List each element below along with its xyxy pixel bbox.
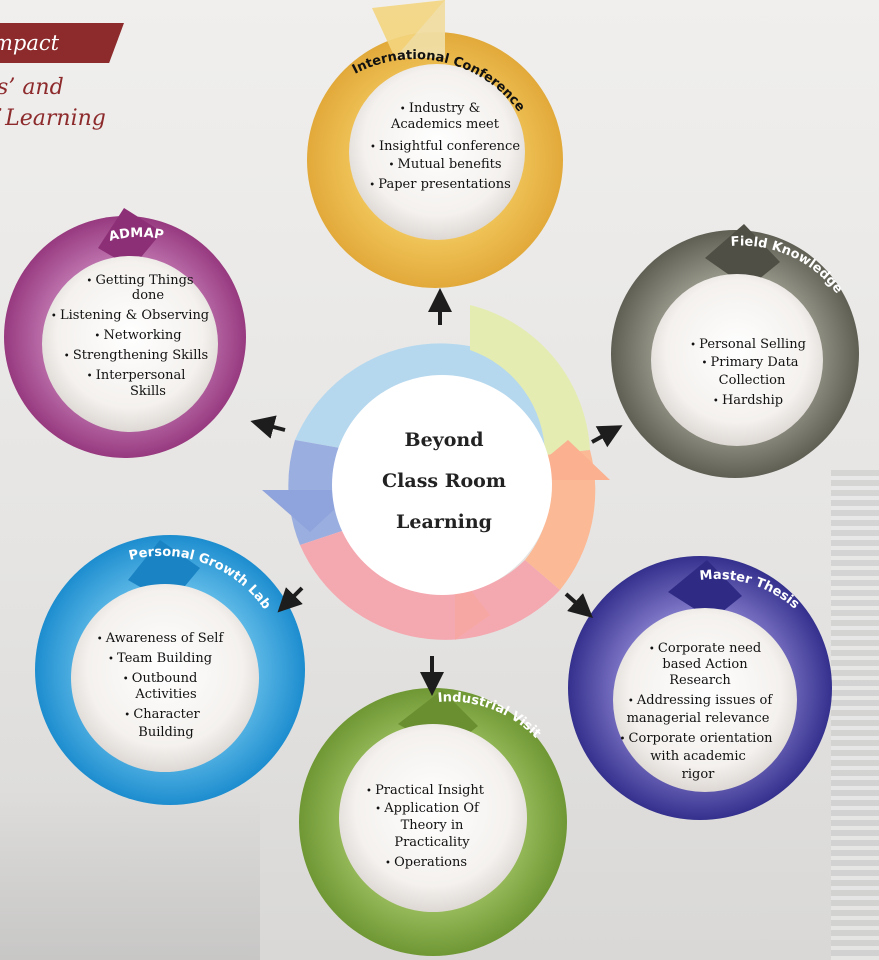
background-building-right (831, 470, 879, 960)
admap-bullet-1b: done (132, 288, 165, 303)
pgl-bullet-3: • Outbound (123, 671, 198, 686)
pgl-bullet-3b: Activities (134, 687, 196, 702)
node-international-conference: International Conference • Industry & Ac… (307, 0, 563, 288)
industrial-bullet-2b: Theory in (401, 818, 464, 833)
pgl-bullet-4b: Building (138, 725, 193, 740)
thesis-bullets: • Corporate need based Action Research •… (619, 641, 773, 782)
node-admap: ADMAP • Getting Things done • Listening … (4, 208, 246, 458)
center-arc-bottom (300, 530, 560, 640)
center-label-line-1: Beyond (405, 429, 484, 451)
node-field-knowledge: Field Knowledge • Personal Selling • Pri… (611, 224, 859, 478)
center-arc-top-right (470, 305, 590, 455)
industrial-bullet-3: • Operations (385, 855, 467, 870)
connector-arrows (250, 288, 623, 696)
intl-arrow-highlight (395, 0, 445, 58)
tagline: ls’ and f Learning (0, 72, 190, 134)
arrow-to-admap (250, 415, 286, 439)
arrow-to-master-thesis (564, 592, 593, 618)
node-industrial-visit: Industrial Visit • Practical Insight • A… (299, 688, 567, 956)
center-label: Beyond Class Room Learning (382, 429, 506, 533)
thesis-arrow-head (668, 560, 742, 620)
center-label-line-3: Learning (396, 511, 492, 533)
center-arrow-left (262, 490, 355, 532)
node-master-thesis: Master Thesis • Corporate need based Act… (568, 556, 832, 820)
pgl-bullets: • Awareness of Self • Team Building • Ou… (97, 631, 225, 740)
thesis-bullet-1c: Research (669, 673, 731, 688)
field-bullet-3: • Hardship (713, 393, 783, 408)
arrow-to-field-knowledge (591, 425, 623, 448)
thesis-inner-circle (613, 608, 797, 792)
admap-arrow-head (98, 208, 162, 268)
center-inner-circle (332, 375, 552, 595)
admap-bullet-3: • Networking (94, 328, 181, 343)
industrial-bullet-2: • Application Of (375, 801, 480, 816)
admap-bullet-5b: Skills (130, 384, 166, 399)
admap-bullets: • Getting Things done • Listening & Obse… (51, 273, 209, 399)
admap-bullet-1: • Getting Things (86, 273, 193, 288)
industrial-bullet-2c: Practicality (394, 835, 470, 850)
center-arc-right (525, 450, 596, 590)
center-cycle: Beyond Class Room Learning (262, 305, 610, 640)
admap-bullet-2: • Listening & Observing (51, 308, 209, 323)
intl-inner-circle (349, 64, 525, 240)
admap-inner-circle (42, 256, 218, 432)
intl-bullet-1: • Industry & (400, 101, 480, 116)
thesis-bullet-1b: based Action (662, 657, 748, 672)
tagline-line-2: f Learning (0, 106, 106, 131)
pgl-bullet-2: • Team Building (108, 651, 212, 666)
tagline-line-1: ls’ and (0, 75, 64, 100)
intl-bullets: • Industry & Academics meet • Insightful… (369, 101, 520, 192)
intl-bullet-4: • Paper presentations (369, 177, 511, 192)
thesis-bullet-2b: managerial relevance (627, 711, 770, 726)
field-bullet-2: • Primary Data (701, 355, 798, 370)
node-personal-growth-lab: Personal Growth Lab • Awareness of Self … (35, 535, 305, 805)
background-cityscape (0, 790, 260, 960)
center-label-line-2: Class Room (382, 470, 506, 492)
pgl-inner-circle (71, 584, 259, 772)
ribbon-text: mpact (0, 31, 60, 55)
thesis-bullet-1: • Corporate need (649, 641, 761, 656)
thesis-bullet-3c: rigor (682, 767, 716, 782)
industrial-bullet-1: • Practical Insight (366, 783, 485, 798)
field-bullet-2b: Collection (719, 373, 786, 388)
admap-bullet-4: • Strengthening Skills (64, 348, 208, 363)
field-bullet-1: • Personal Selling (690, 337, 806, 352)
pgl-bullet-4: • Character (124, 707, 200, 722)
field-bullets: • Personal Selling • Primary Data Collec… (690, 337, 806, 408)
industrial-inner-circle (339, 724, 527, 912)
industrial-bullets: • Practical Insight • Application Of The… (366, 783, 485, 870)
intl-bullet-3: • Mutual benefits (388, 157, 501, 172)
arrow-to-personal-growth-lab (277, 586, 304, 613)
admap-title: ADMAP (107, 226, 164, 245)
field-arrow-head (705, 224, 780, 288)
thesis-bullet-2: • Addressing issues of (628, 693, 774, 708)
thesis-bullet-3b: with academic (650, 749, 746, 764)
pgl-bullet-1: • Awareness of Self (97, 631, 225, 646)
thesis-bullet-3: • Corporate orientation (619, 731, 773, 746)
section-ribbon: mpact (0, 23, 124, 63)
intl-bullet-2: • Insightful conference (370, 139, 520, 154)
admap-bullet-5: • Interpersonal (87, 368, 186, 383)
intl-bullet-1b: Academics meet (390, 117, 500, 132)
field-inner-circle (651, 274, 823, 446)
